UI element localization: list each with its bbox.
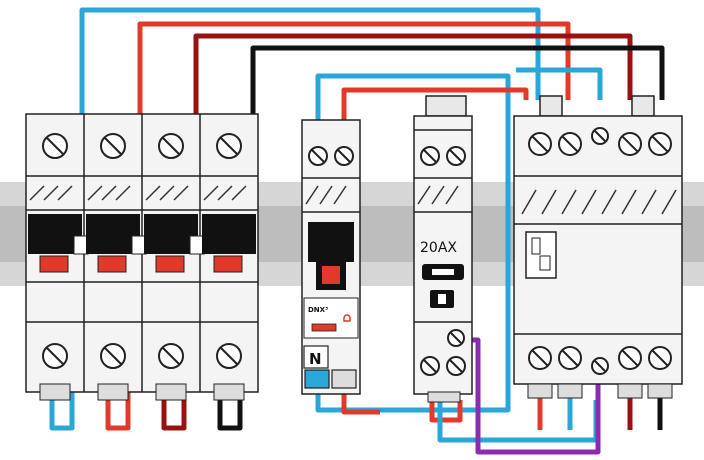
- mcb-4-toggle: [202, 214, 256, 254]
- wire-red-contactor-link: [429, 396, 463, 423]
- rcd-module[interactable]: DNX³ N: [301, 119, 361, 395]
- mcb-4[interactable]: [202, 133, 256, 401]
- mcb-1-toggle: [28, 214, 82, 254]
- rcd-lock-icon: [343, 314, 351, 322]
- wire-blue-contactor-link: [437, 396, 599, 443]
- rcd-test-button[interactable]: [311, 323, 337, 332]
- mcb-3-toggle: [144, 214, 198, 254]
- mcb-2-indicator: [97, 255, 127, 273]
- mcb-1-indicator: [39, 255, 69, 273]
- rcd-terminal-l: [331, 369, 357, 389]
- wire-blue-contactor-top: [516, 67, 603, 100]
- wire-blue-rcd-top: [315, 73, 511, 413]
- wire-red-mcb2-bottom: [105, 392, 131, 431]
- mcb-3-indicator: [155, 255, 185, 273]
- mcb-3[interactable]: [144, 133, 205, 401]
- rcd-brand-label: DNX³: [308, 306, 328, 314]
- wire-red-rcd-top: [341, 87, 529, 122]
- wire-blue-top: [79, 7, 541, 118]
- wire-purple-coil: [466, 337, 601, 455]
- wire-blue-mcb1-bottom: [49, 392, 75, 431]
- neutral-label: N: [309, 350, 322, 368]
- mcb-4-indicator: [213, 255, 243, 273]
- wires: [49, 7, 665, 455]
- contactor-selector[interactable]: [525, 231, 557, 279]
- rcd-terminal-n: [304, 369, 330, 389]
- wire-red-top: [137, 21, 571, 118]
- relay-rating-label: 20AX: [420, 240, 457, 256]
- wire-black-mcb4-bottom: [217, 392, 243, 431]
- wire-red-rcd-bottom: [341, 392, 380, 415]
- contactor-4p[interactable]: [513, 95, 683, 399]
- wire-black-top: [250, 45, 665, 118]
- relay-20ax-module[interactable]: 20AX: [413, 95, 473, 403]
- rcd-toggle: [308, 222, 354, 290]
- wire-darkred-top: [193, 33, 633, 118]
- mcb-2-toggle: [86, 214, 140, 254]
- mcb-1[interactable]: [28, 133, 89, 401]
- wire-darkred-mcb3-bottom: [161, 392, 187, 431]
